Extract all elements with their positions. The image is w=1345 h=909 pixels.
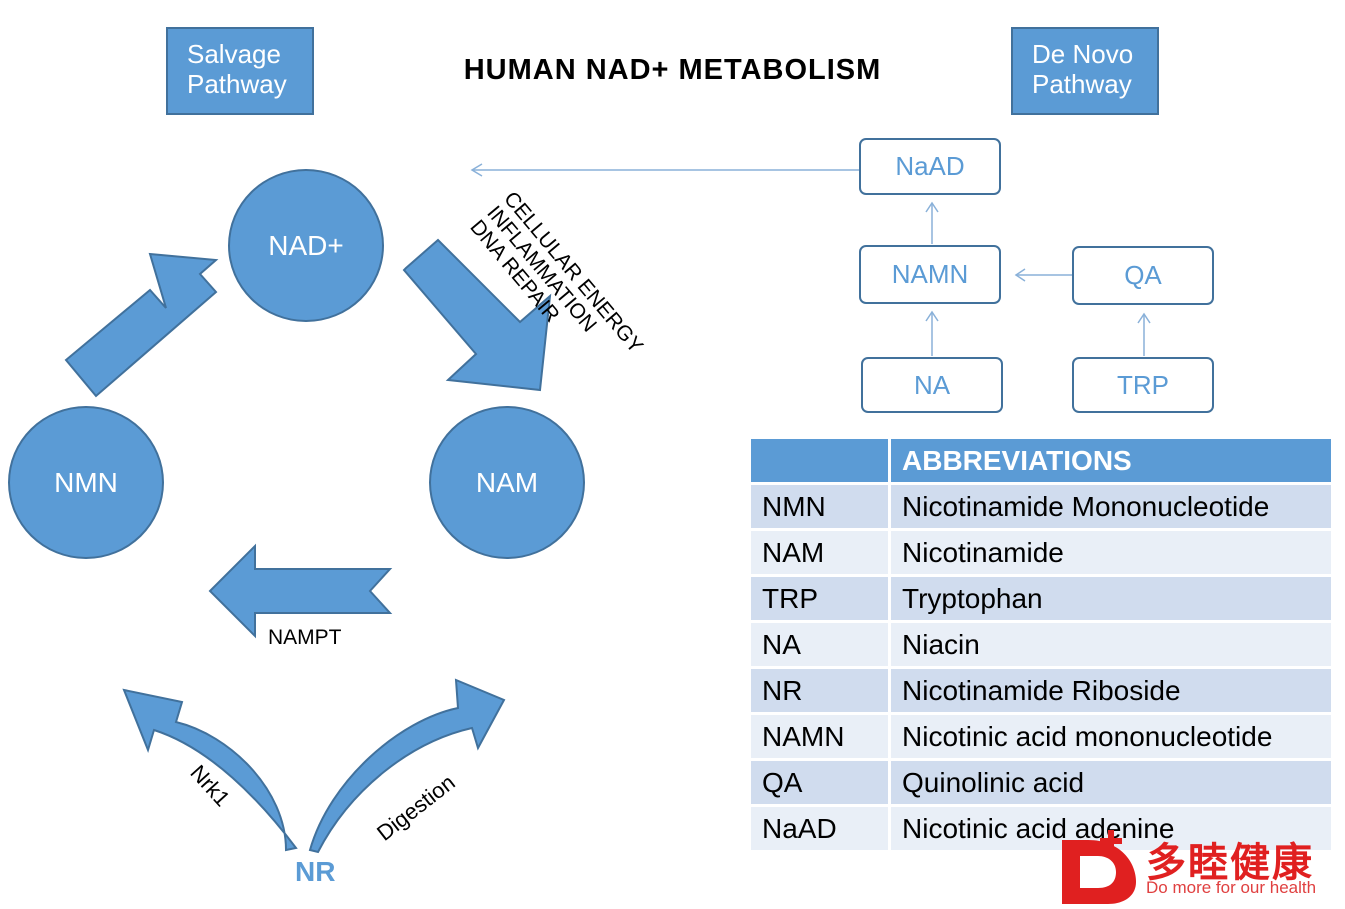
naad-node: NaAD <box>859 138 1001 195</box>
table-row: NMN Nicotinamide Mononucleotide <box>748 482 1334 531</box>
trp-node: TRP <box>1072 357 1214 413</box>
table-header-blank <box>748 436 891 485</box>
naad-to-salvage-arrowhead <box>470 163 483 177</box>
abbr-cell: NA <box>748 620 891 669</box>
table-row: NaAD Nicotinic acid adenine <box>748 804 1334 853</box>
full-name-cell: Nicotinamide <box>888 528 1334 577</box>
abbr-cell: NMN <box>748 482 891 531</box>
logo-d-plus-icon <box>1062 830 1136 904</box>
abbr-cell: QA <box>748 758 891 807</box>
full-name-cell: Nicotinic acid mononucleotide <box>888 712 1334 761</box>
abbr-cell: NaAD <box>748 804 891 853</box>
table-row: TRP Tryptophan <box>748 574 1334 623</box>
nad-to-nam-arrow <box>402 238 552 392</box>
table-row: QA Quinolinic acid <box>748 758 1334 807</box>
page-title: HUMAN NAD+ METABOLISM <box>463 54 882 86</box>
nampt-label: NAMPT <box>268 626 342 649</box>
table-row: NA Niacin <box>748 620 1334 669</box>
table-row: NAMN Nicotinic acid mononucleotide <box>748 712 1334 761</box>
nampt-arrow <box>208 543 393 639</box>
abbr-cell: NR <box>748 666 891 715</box>
watermark-english-text: Do more for our health <box>1146 878 1317 897</box>
table-header-title: ABBREVIATIONS <box>888 436 1334 485</box>
namn-to-naad-arrowhead <box>925 201 939 213</box>
abbreviations-table: ABBREVIATIONS NMN Nicotinamide Mononucle… <box>748 436 1334 853</box>
full-name-cell: Niacin <box>888 620 1334 669</box>
nam-circle: NAM <box>429 406 585 559</box>
nmn-to-nad-arrow <box>64 252 219 398</box>
na-node: NA <box>861 357 1003 413</box>
watermark-chinese-text: 多睦健康 <box>1146 841 1314 885</box>
qa-node: QA <box>1072 246 1214 305</box>
full-name-cell: Quinolinic acid <box>888 758 1334 807</box>
na-to-namn-arrowhead <box>925 310 939 322</box>
full-name-cell: Tryptophan <box>888 574 1334 623</box>
table-row: NAM Nicotinamide <box>748 528 1334 577</box>
full-name-cell: Nicotinic acid adenine <box>888 804 1334 853</box>
de-novo-pathway-label: De Novo Pathway <box>1011 27 1159 115</box>
full-name-cell: Nicotinamide Mononucleotide <box>888 482 1334 531</box>
trp-to-qa-arrowhead <box>1137 312 1151 324</box>
salvage-pathway-label: Salvage Pathway <box>166 27 314 115</box>
namn-node: NAMN <box>859 245 1001 304</box>
table-header-row: ABBREVIATIONS <box>748 436 1334 485</box>
nmn-circle: NMN <box>8 406 164 559</box>
abbr-cell: NAMN <box>748 712 891 761</box>
watermark-logo: 多睦健康 Do more for our health <box>1058 826 1343 906</box>
digestion-arrow <box>308 678 506 854</box>
nrk1-arrow <box>122 688 298 852</box>
abbr-cell: TRP <box>748 574 891 623</box>
nr-label: NR <box>295 856 336 887</box>
qa-to-namn-arrowhead <box>1014 268 1026 282</box>
nad-circle: NAD+ <box>228 169 384 322</box>
abbr-cell: NAM <box>748 528 891 577</box>
full-name-cell: Nicotinamide Riboside <box>888 666 1334 715</box>
table-row: NR Nicotinamide Riboside <box>748 666 1334 715</box>
